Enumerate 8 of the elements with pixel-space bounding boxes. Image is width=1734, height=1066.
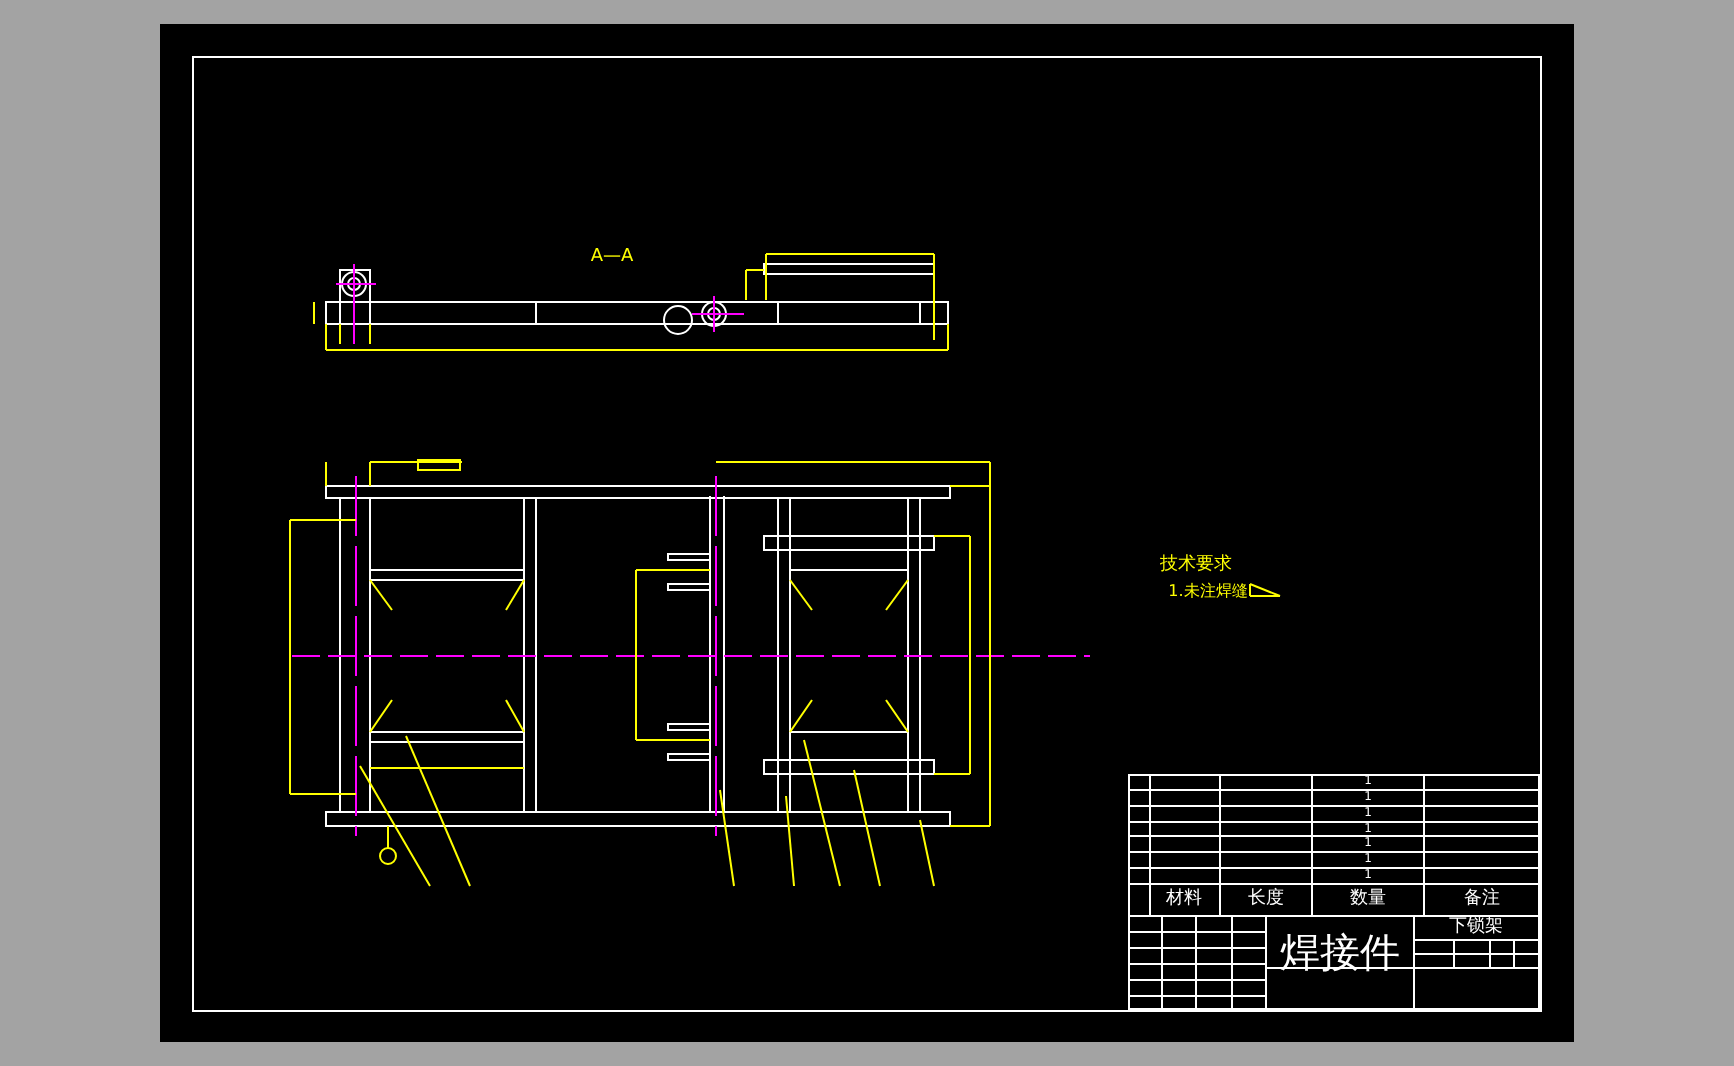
- note-heading: 技术要求: [1160, 557, 1232, 575]
- view-label: A—A: [590, 249, 634, 267]
- note-text: 1.未注焊缝: [1168, 584, 1248, 600]
- drawing-name: 下锁架: [1449, 919, 1503, 937]
- column-header: 长度: [1248, 891, 1284, 909]
- column-header: 数量: [1350, 891, 1386, 909]
- column-header: 备注: [1464, 891, 1500, 909]
- column-header: 材料: [1166, 891, 1202, 909]
